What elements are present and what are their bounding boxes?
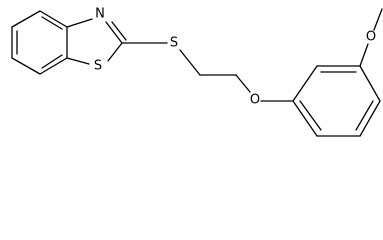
thiazole-ring bbox=[66, 18, 127, 65]
atom-label-nitrogen: N bbox=[95, 7, 105, 22]
thioether-linker bbox=[121, 42, 294, 102]
benzothiazole-benzene-ring bbox=[11, 10, 68, 75]
atom-label-methoxy-oxygen: O bbox=[366, 30, 376, 45]
methoxyphenyl-ring bbox=[292, 65, 381, 137]
atom-label-ether-oxygen: O bbox=[250, 93, 260, 108]
atom-label-thioether-sulfur: S bbox=[170, 36, 178, 51]
atom-label-ring-sulfur: S bbox=[94, 59, 102, 74]
methoxy-group bbox=[359, 8, 383, 67]
molecule-structure: N S S O O bbox=[11, 7, 383, 137]
